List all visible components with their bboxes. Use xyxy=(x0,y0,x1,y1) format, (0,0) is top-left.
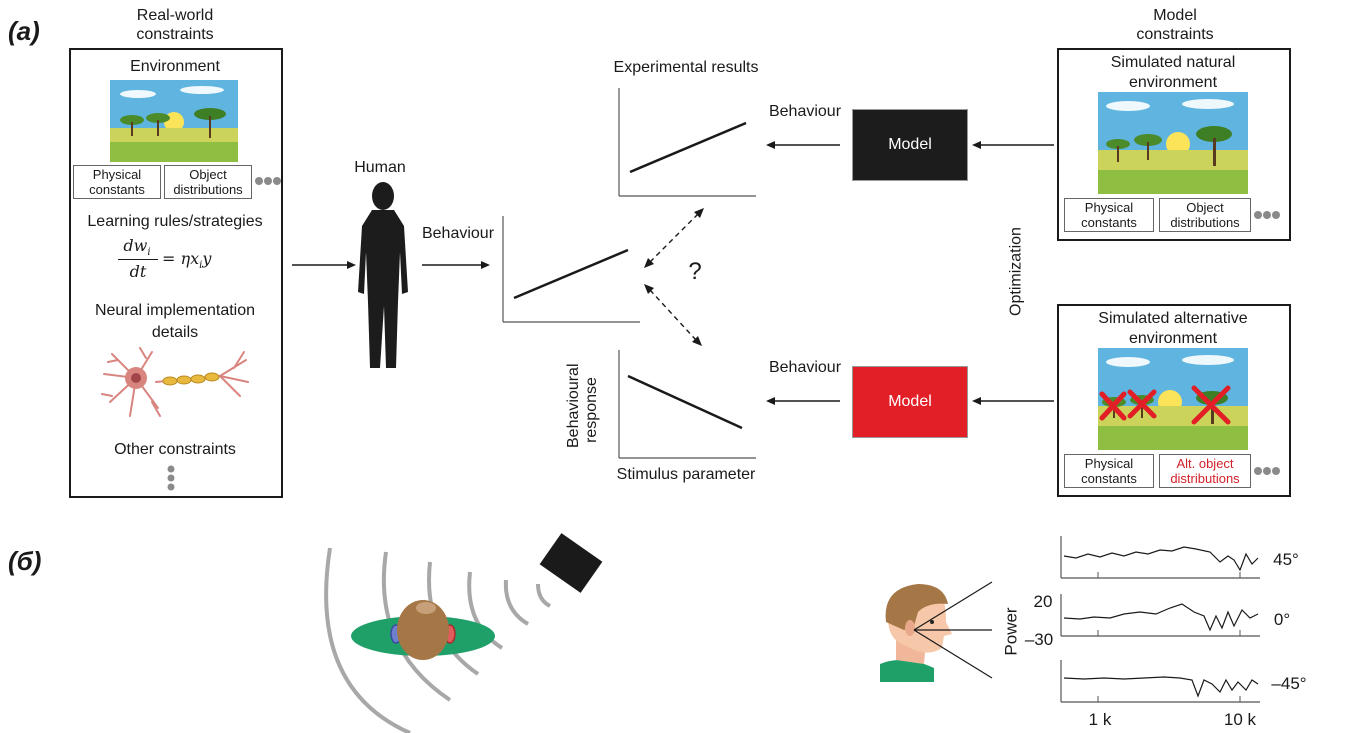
human-label: Human xyxy=(354,159,406,176)
alternative-savanna-image xyxy=(1098,348,1248,450)
power-axis-label: Power xyxy=(1001,607,1021,656)
learning-equation: dwi dt = ηxiy xyxy=(116,236,236,284)
eq-rhs: = ηx xyxy=(162,249,200,268)
eq-num-sub: i xyxy=(147,247,151,259)
natural-environment-title: Simulated natural environment xyxy=(1110,54,1236,91)
behavioural-response-label: Behavioural response xyxy=(565,363,600,449)
spectrum-45-plot xyxy=(1060,536,1260,579)
arrow-alt-env-to-model xyxy=(972,397,1054,405)
natural-object-distributions-box: Object distributions xyxy=(1159,198,1251,232)
alternative-results-plot xyxy=(618,350,756,459)
human-silhouette-icon xyxy=(358,182,408,368)
stimulus-parameter-label: Stimulus parameter xyxy=(616,466,756,483)
question-mark: ? xyxy=(688,258,702,285)
arrow-to-human-plot xyxy=(422,261,490,269)
model-bottom-box: Model xyxy=(852,366,968,438)
angle-45-label: 45° xyxy=(1273,550,1299,569)
arrow-to-human xyxy=(292,261,356,269)
ellipsis-icon xyxy=(1254,211,1280,219)
sound-localization-illustration xyxy=(324,533,603,733)
behaviour-bottom-label: Behaviour xyxy=(768,359,842,376)
natural-physical-constants-box: Physical constants xyxy=(1064,198,1154,232)
neuron-icon xyxy=(101,347,249,417)
arrow-model-bottom-to-plot xyxy=(766,397,840,405)
environment-label: Environment xyxy=(130,58,220,75)
alt-physical-constants-box: Physical constants xyxy=(1064,454,1154,488)
ellipsis-icon xyxy=(1254,467,1280,475)
alternative-environment-title: Simulated alternative environment xyxy=(1098,310,1248,347)
savanna-image xyxy=(110,80,238,162)
ellipsis-icon xyxy=(255,177,281,185)
object-distributions-box: Object distributions xyxy=(164,165,252,199)
eq-num: dw xyxy=(123,236,148,255)
x-tick-1k: 1 k xyxy=(1088,710,1112,729)
experimental-results-label: Experimental results xyxy=(613,59,759,76)
x-tick-10k: 10 k xyxy=(1223,710,1257,729)
panel-a-label: (a) xyxy=(8,16,40,46)
physical-constants-box: Physical constants xyxy=(73,165,161,199)
neural-implementation-label: Neural implementation details xyxy=(94,302,256,341)
eq-den: dt xyxy=(129,262,147,281)
arrow-model-top-to-plot xyxy=(766,141,840,149)
behaviour-top-label: Behaviour xyxy=(768,103,842,120)
optimization-label: Optimization xyxy=(1007,227,1025,316)
model-top-label: Model xyxy=(888,136,932,153)
angle-0-label: 0° xyxy=(1273,610,1291,629)
angle-minus45-label: –45° xyxy=(1271,674,1307,693)
other-constraints-label: Other constraints xyxy=(114,441,236,458)
y-tick-bottom: –30 xyxy=(1024,630,1054,649)
fraction-bar xyxy=(118,259,158,260)
spectrum-0-plot xyxy=(1060,594,1260,637)
model-bottom-label: Model xyxy=(888,393,932,410)
model-constraints-header: Model constraints xyxy=(1136,7,1214,43)
y-tick-top: 20 xyxy=(1033,592,1053,611)
vertical-ellipsis-icon xyxy=(167,465,175,491)
eq-rhs-sub: i xyxy=(199,260,203,272)
real-world-header: Real-world constraints xyxy=(136,7,214,43)
arrow-natural-env-to-model xyxy=(972,141,1054,149)
spectrum-minus45-plot xyxy=(1060,660,1260,703)
alt-object-distributions-box: Alt. object distributions xyxy=(1159,454,1251,488)
learning-rules-label: Learning rules/strategies xyxy=(87,213,263,230)
experimental-results-plot xyxy=(618,88,756,197)
model-top-box: Model xyxy=(852,109,968,181)
behaviour-human-label: Behaviour xyxy=(421,225,495,242)
comparison-arrows xyxy=(644,208,704,346)
eq-rhs-end: y xyxy=(202,249,212,268)
natural-savanna-image xyxy=(1098,92,1248,194)
panel-b-label: (б) xyxy=(8,546,42,576)
head-profile-icon xyxy=(880,581,993,682)
human-behaviour-plot xyxy=(502,216,640,323)
